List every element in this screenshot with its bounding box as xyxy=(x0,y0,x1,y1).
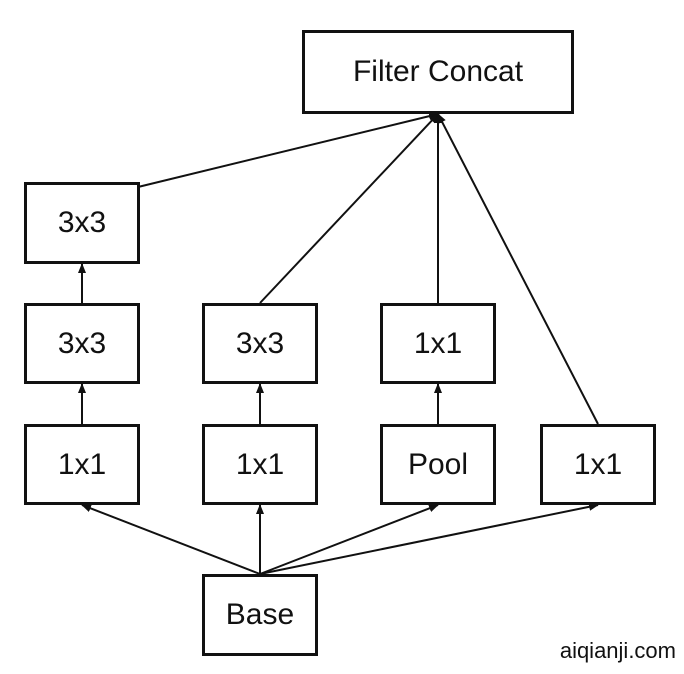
column3-bottom-pool-node: Pool xyxy=(380,424,496,505)
watermark-text: aiqianji.com xyxy=(559,638,676,663)
edge-col4-bottom-to-filter-concat xyxy=(437,113,599,425)
filter-concat-node: Filter Concat xyxy=(302,30,574,114)
edge-base-to-col1-bottom xyxy=(81,504,261,575)
edge-col1-top-to-filter-concat xyxy=(137,112,439,188)
edge-base-to-col3-bottom xyxy=(259,504,439,575)
edge-base-to-col4-bottom xyxy=(259,502,599,575)
column3-middle-1x1-node: 1x1 xyxy=(380,303,496,384)
column1-bottom-1x1-node: 1x1 xyxy=(24,424,140,505)
column4-bottom-1x1-node: 1x1 xyxy=(540,424,656,505)
base-node: Base xyxy=(202,574,318,656)
column2-bottom-1x1-node: 1x1 xyxy=(202,424,318,505)
column1-middle-3x3-node: 3x3 xyxy=(24,303,140,384)
column1-top-3x3-node: 3x3 xyxy=(24,182,140,264)
column2-middle-3x3-node: 3x3 xyxy=(202,303,318,384)
edge-col2-mid-to-filter-concat xyxy=(259,113,439,304)
